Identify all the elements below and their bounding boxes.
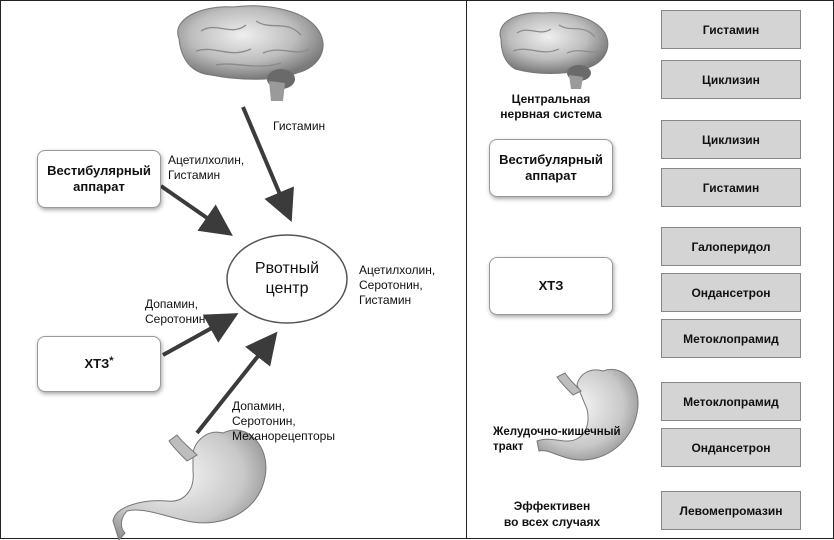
vestibular-right-line1: Вестибулярный [499,152,603,167]
vomiting-center-label: Рвотный центр [237,259,337,299]
ctz-asterisk: * [109,355,114,367]
vestibular-box-right: Вестибулярный аппарат [489,139,613,197]
brain-image [177,5,324,101]
gi-arrow-line1: Допамин, [232,399,286,413]
vestibular-line1: Вестибулярный [47,163,151,178]
all-cases-line2: во всех случаях [503,515,601,529]
vestibular-arrow-label: Ацетилхолин, Гистамин [168,153,244,183]
ctz-box: ХТЗ* [37,336,161,392]
drug-ctz-2: Ондансетрон [661,273,801,312]
vestibular-line2: аппарат [73,179,125,194]
center-side-line1: Ацетилхолин, [359,263,436,277]
ctz-arrow-label: Допамин, Серотонин [145,297,205,327]
ctz-box-right: ХТЗ [489,257,613,315]
drug-vestibular-1: Циклизин [661,120,801,159]
drug-ctz-3: Метоклопрамид [661,319,801,358]
drug-gi-2: Ондансетрон [661,428,801,467]
left-diagram-graphics [112,5,348,540]
stomach-image-small [536,368,639,461]
ctz-arrow-line2: Серотонин [145,312,206,326]
right-panel: Центральная нервная система Вестибулярны… [466,0,834,539]
all-cases-line1: Эффективен [513,499,591,513]
drug-ctz-1: Галоперидол [661,227,801,266]
center-side-line2: Серотонин, [359,278,423,292]
gi-label: Желудочно-кишечный тракт [493,425,621,455]
vomiting-center-line2: центр [265,280,309,297]
cns-line1: Центральная [511,92,591,106]
drug-vestibular-2: Гистамин [661,168,801,207]
vomiting-center-line1: Рвотный [254,260,320,277]
right-panel-graphics [499,12,639,461]
arrow-brain [241,106,294,223]
drug-all-1: Левомепромазин [661,491,801,530]
arrow-gi [195,331,278,435]
cns-label: Центральная нервная система [467,92,635,122]
ctz-label: ХТЗ [84,356,110,371]
arrow-vestibular [159,184,233,236]
arrow-ctz [162,313,239,357]
gi-line2: тракт [493,441,524,453]
vomiting-center-ellipse [226,234,348,324]
drug-cns-1: Гистамин [661,10,801,49]
drug-gi-1: Метоклопрамид [661,382,801,421]
center-side-line3: Гистамин [359,293,412,307]
vestibular-box: Вестибулярный аппарат [37,150,161,208]
vestibular-arrow-line1: Ацетилхолин, [168,153,245,167]
gi-arrow-line3: Механорецепторы [232,429,335,443]
all-cases-label: Эффективен во всех случаях [487,498,617,530]
ctz-right-label: ХТЗ [538,278,564,293]
stomach-image [112,429,267,540]
cns-line2: нервная система [500,107,602,121]
gi-line1: Желудочно-кишечный [493,426,621,438]
center-side-label: Ацетилхолин, Серотонин, Гистамин [359,263,435,308]
left-panel: Рвотный центр Вестибулярный аппарат ХТЗ*… [0,0,466,540]
vestibular-arrow-line2: Гистамин [168,168,221,182]
brain-arrow-label: Гистамин [273,119,326,133]
vestibular-right-line2: аппарат [525,168,577,183]
gi-arrow-label: Допамин, Серотонин, Механорецепторы [232,399,335,444]
brain-image-small [499,12,609,89]
gi-arrow-line2: Серотонин, [232,414,296,428]
drug-cns-2: Циклизин [661,60,801,99]
ctz-arrow-line1: Допамин, [145,297,199,311]
